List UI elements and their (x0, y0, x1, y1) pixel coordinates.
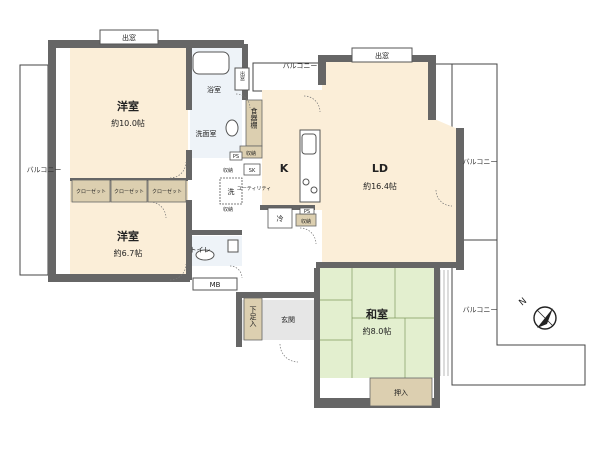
compass-north-label: N (518, 296, 530, 308)
doors (149, 93, 453, 363)
bay-window-2-label: 出窓 (375, 51, 389, 60)
closet-2-label: クローゼット (114, 188, 144, 195)
toilet-icon (195, 249, 215, 261)
mb-box (192, 277, 238, 291)
sk-label: SK (249, 168, 256, 174)
balcony-west-label: バルコニー (27, 166, 62, 174)
balcony-southeast-label: バルコニー (463, 306, 498, 314)
tatami-mats (318, 268, 436, 378)
storage-1-label: 収納 (246, 150, 256, 157)
fridge-space (267, 207, 293, 229)
pantry-label: 食器棚 (250, 107, 258, 130)
western-room-2-name: 洋室 (117, 229, 139, 243)
closet-1-block (71, 179, 111, 203)
fixtures (192, 51, 321, 291)
bay-window-3-label: 出窓 (239, 70, 245, 81)
compass-icon: N (518, 296, 557, 330)
japanese-room-area-label: 約8.0帖 (363, 326, 392, 336)
ps-label-1: PS (233, 154, 239, 160)
oshiire-block (369, 377, 433, 407)
storage-2-label: 収納 (223, 167, 233, 174)
storage-3-label: 収納 (223, 206, 233, 213)
closet-3-block (147, 179, 187, 203)
closet-3-label: クローゼット (152, 188, 182, 195)
kitchen-name: K (280, 162, 289, 175)
entrance-area (262, 300, 316, 340)
western-room-1-area (70, 48, 188, 178)
storage-fridge-label: 収納 (301, 218, 311, 225)
toilet-sink-icon (227, 239, 239, 253)
stove-burner-icon (310, 186, 318, 194)
shoe-box-block (243, 297, 263, 341)
washroom-name: 洗面室 (196, 129, 217, 138)
western-room-1-area-label: 約10.0帖 (111, 118, 145, 128)
ps-label-2: PS (304, 209, 310, 215)
entrance-name: 玄関 (281, 315, 295, 324)
closet-2-block (110, 179, 148, 203)
toilet-name: トイレ (190, 246, 211, 254)
western-room-2-area-label: 約6.7帖 (114, 248, 143, 258)
ld-name: LD (372, 162, 388, 175)
oshiire-label: 押入 (394, 388, 408, 397)
mb-label: MB (210, 281, 221, 289)
ps-box-2 (299, 207, 315, 215)
japanese-room-name: 和室 (366, 307, 388, 321)
washer-label: 洗 (228, 187, 235, 196)
bathroom-name: 浴室 (207, 85, 221, 94)
balcony-east-label: バルコニー (463, 158, 498, 166)
stove-burner-icon (302, 178, 310, 186)
ld-area-label: 約16.4帖 (363, 181, 397, 191)
shoe-box-label: 下足入 (249, 306, 257, 327)
western-room-1-name: 洋室 (117, 99, 139, 113)
sk-box (243, 163, 261, 176)
closet-1-label: クローゼット (76, 188, 106, 195)
wash-basin-icon (225, 119, 239, 137)
japanese-room-area (318, 268, 436, 378)
balcony-north-label: バルコニー (283, 62, 318, 70)
bay-windows (99, 29, 413, 91)
fridge-label: 冷 (277, 214, 284, 223)
ld-area (322, 62, 460, 265)
bay-window-1-label: 出窓 (122, 33, 136, 42)
bathtub-icon (192, 51, 230, 75)
ps-box-1 (229, 151, 243, 161)
washer-space (219, 177, 243, 205)
utility-name: ユーティリティ (237, 186, 271, 192)
western-room-2-area (70, 202, 188, 274)
sink-icon (301, 133, 317, 155)
